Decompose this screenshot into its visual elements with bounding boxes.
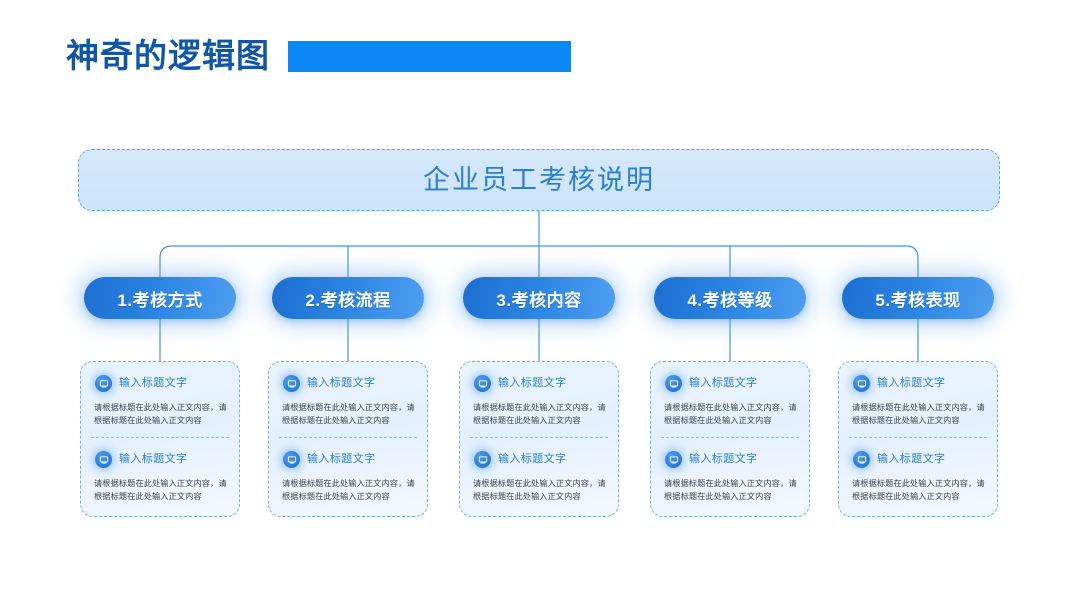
card-section-bottom: 输入标题文字 请根据标题在此处输入正文内容，请根据标题在此处输入正文内容	[279, 437, 417, 503]
card-section-body: 请根据标题在此处输入正文内容，请根据标题在此处输入正文内容	[94, 403, 227, 425]
card-section-title: 输入标题文字	[689, 377, 758, 389]
card-section-bottom: 输入标题文字 请根据标题在此处输入正文内容，请根据标题在此处输入正文内容	[849, 437, 987, 503]
card-section-header: 输入标题文字	[661, 375, 799, 392]
card-section-header: 输入标题文字	[849, 451, 987, 468]
card-section-title: 输入标题文字	[498, 453, 567, 465]
monitor-icon	[283, 451, 300, 468]
monitor-icon	[853, 451, 870, 468]
card-section-header: 输入标题文字	[849, 375, 987, 392]
branch-card-5[interactable]: 输入标题文字 请根据标题在此处输入正文内容，请根据标题在此处输入正文内容 输入标…	[838, 361, 998, 517]
card-section-header: 输入标题文字	[91, 375, 229, 392]
slide-title-row: 神奇的逻辑图	[66, 36, 571, 76]
title-accent-bar	[288, 40, 571, 72]
card-section-top: 输入标题文字 请根据标题在此处输入正文内容，请根据标题在此处输入正文内容	[279, 375, 417, 427]
branch-pill-5[interactable]: 5.考核表现	[842, 277, 994, 319]
card-section-title: 输入标题文字	[689, 453, 758, 465]
branch-pill-label: 3.考核内容	[496, 290, 582, 310]
card-section-body: 请根据标题在此处输入正文内容，请根据标题在此处输入正文内容	[282, 403, 415, 425]
card-section-title: 输入标题文字	[307, 453, 376, 465]
root-node-title: 企业员工考核说明	[423, 165, 655, 195]
card-section-header: 输入标题文字	[661, 451, 799, 468]
card-section-top: 输入标题文字 请根据标题在此处输入正文内容，请根据标题在此处输入正文内容	[661, 375, 799, 427]
monitor-icon	[95, 451, 112, 468]
branch-card-4[interactable]: 输入标题文字 请根据标题在此处输入正文内容，请根据标题在此处输入正文内容 输入标…	[650, 361, 810, 517]
card-section-title: 输入标题文字	[498, 377, 567, 389]
monitor-icon	[95, 375, 112, 392]
card-section-title: 输入标题文字	[119, 453, 188, 465]
connector-bus	[159, 245, 919, 278]
branch-pill-3[interactable]: 3.考核内容	[463, 277, 615, 319]
monitor-icon	[665, 375, 682, 392]
branch-pill-label: 2.考核流程	[305, 290, 391, 310]
branch-pill-4[interactable]: 4.考核等级	[654, 277, 806, 319]
card-section-header: 输入标题文字	[279, 375, 417, 392]
branch-pill-label: 4.考核等级	[687, 290, 773, 310]
monitor-icon	[474, 451, 491, 468]
card-section-body: 请根据标题在此处输入正文内容，请根据标题在此处输入正文内容	[473, 479, 606, 501]
branch-card-2[interactable]: 输入标题文字 请根据标题在此处输入正文内容，请根据标题在此处输入正文内容 输入标…	[268, 361, 428, 517]
card-section-header: 输入标题文字	[279, 451, 417, 468]
monitor-icon	[853, 375, 870, 392]
root-node[interactable]: 企业员工考核说明	[78, 149, 1000, 211]
branch-pill-label: 5.考核表现	[875, 290, 961, 310]
monitor-icon	[474, 375, 491, 392]
card-section-title: 输入标题文字	[877, 377, 946, 389]
card-section-body: 请根据标题在此处输入正文内容，请根据标题在此处输入正文内容	[664, 403, 797, 425]
card-section-body: 请根据标题在此处输入正文内容，请根据标题在此处输入正文内容	[473, 403, 606, 425]
card-section-title: 输入标题文字	[877, 453, 946, 465]
card-section-title: 输入标题文字	[119, 377, 188, 389]
card-section-bottom: 输入标题文字 请根据标题在此处输入正文内容，请根据标题在此处输入正文内容	[91, 437, 229, 503]
card-section-top: 输入标题文字 请根据标题在此处输入正文内容，请根据标题在此处输入正文内容	[470, 375, 608, 427]
branch-pill-1[interactable]: 1.考核方式	[84, 277, 236, 319]
card-section-header: 输入标题文字	[91, 451, 229, 468]
card-section-body: 请根据标题在此处输入正文内容，请根据标题在此处输入正文内容	[852, 403, 985, 425]
card-section-bottom: 输入标题文字 请根据标题在此处输入正文内容，请根据标题在此处输入正文内容	[470, 437, 608, 503]
card-section-bottom: 输入标题文字 请根据标题在此处输入正文内容，请根据标题在此处输入正文内容	[661, 437, 799, 503]
card-section-header: 输入标题文字	[470, 375, 608, 392]
card-section-body: 请根据标题在此处输入正文内容，请根据标题在此处输入正文内容	[664, 479, 797, 501]
branch-card-3[interactable]: 输入标题文字 请根据标题在此处输入正文内容，请根据标题在此处输入正文内容 输入标…	[459, 361, 619, 517]
card-section-body: 请根据标题在此处输入正文内容，请根据标题在此处输入正文内容	[94, 479, 227, 501]
branch-pill-label: 1.考核方式	[117, 290, 203, 310]
card-section-top: 输入标题文字 请根据标题在此处输入正文内容，请根据标题在此处输入正文内容	[849, 375, 987, 427]
card-section-header: 输入标题文字	[470, 451, 608, 468]
monitor-icon	[665, 451, 682, 468]
card-section-body: 请根据标题在此处输入正文内容，请根据标题在此处输入正文内容	[852, 479, 985, 501]
monitor-icon	[283, 375, 300, 392]
page-title: 神奇的逻辑图	[66, 37, 270, 74]
card-section-top: 输入标题文字 请根据标题在此处输入正文内容，请根据标题在此处输入正文内容	[91, 375, 229, 427]
card-section-title: 输入标题文字	[307, 377, 376, 389]
branch-pill-2[interactable]: 2.考核流程	[272, 277, 424, 319]
card-section-body: 请根据标题在此处输入正文内容，请根据标题在此处输入正文内容	[282, 479, 415, 501]
branch-card-1[interactable]: 输入标题文字 请根据标题在此处输入正文内容，请根据标题在此处输入正文内容 输入标…	[80, 361, 240, 517]
